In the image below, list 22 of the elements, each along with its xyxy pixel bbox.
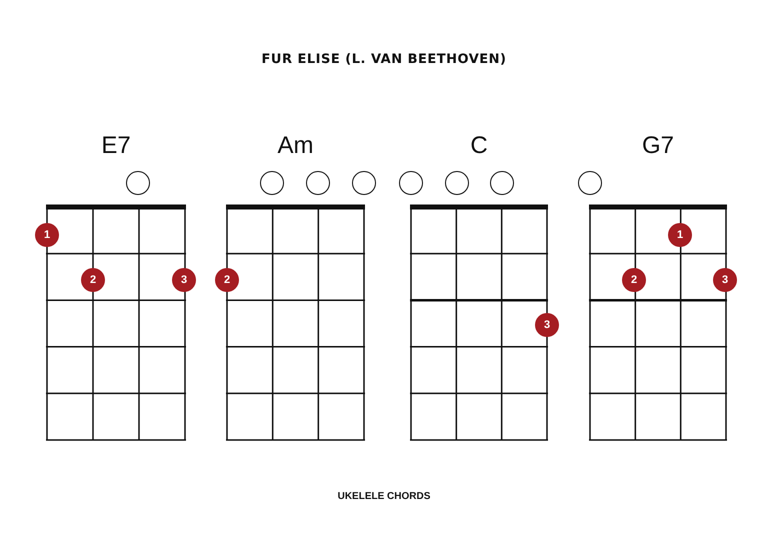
- caption: UKELELE CHORDS: [338, 491, 430, 502]
- chord-name: G7: [642, 132, 674, 159]
- open-string-circle: [306, 171, 330, 195]
- finger-dot: 2: [622, 268, 646, 292]
- finger-dot: 3: [172, 268, 196, 292]
- finger-dot: 2: [81, 268, 105, 292]
- open-string-circle: [578, 171, 602, 195]
- open-string-circle: [490, 171, 514, 195]
- open-string-circle: [399, 171, 423, 195]
- finger-dot: 1: [35, 223, 59, 247]
- title: FUR ELISE (L. VAN BEETHOVEN): [262, 52, 506, 67]
- finger-dot: 3: [713, 268, 737, 292]
- finger-dot: 1: [668, 223, 692, 247]
- open-string-circle: [260, 171, 284, 195]
- chord-name: C: [470, 132, 488, 159]
- chord-name: Am: [278, 132, 314, 159]
- open-string-circle: [445, 171, 469, 195]
- finger-dot: 2: [215, 268, 239, 292]
- chord-name: E7: [101, 132, 131, 159]
- open-string-circle: [126, 171, 150, 195]
- finger-dot: 3: [535, 313, 559, 337]
- open-string-circle: [352, 171, 376, 195]
